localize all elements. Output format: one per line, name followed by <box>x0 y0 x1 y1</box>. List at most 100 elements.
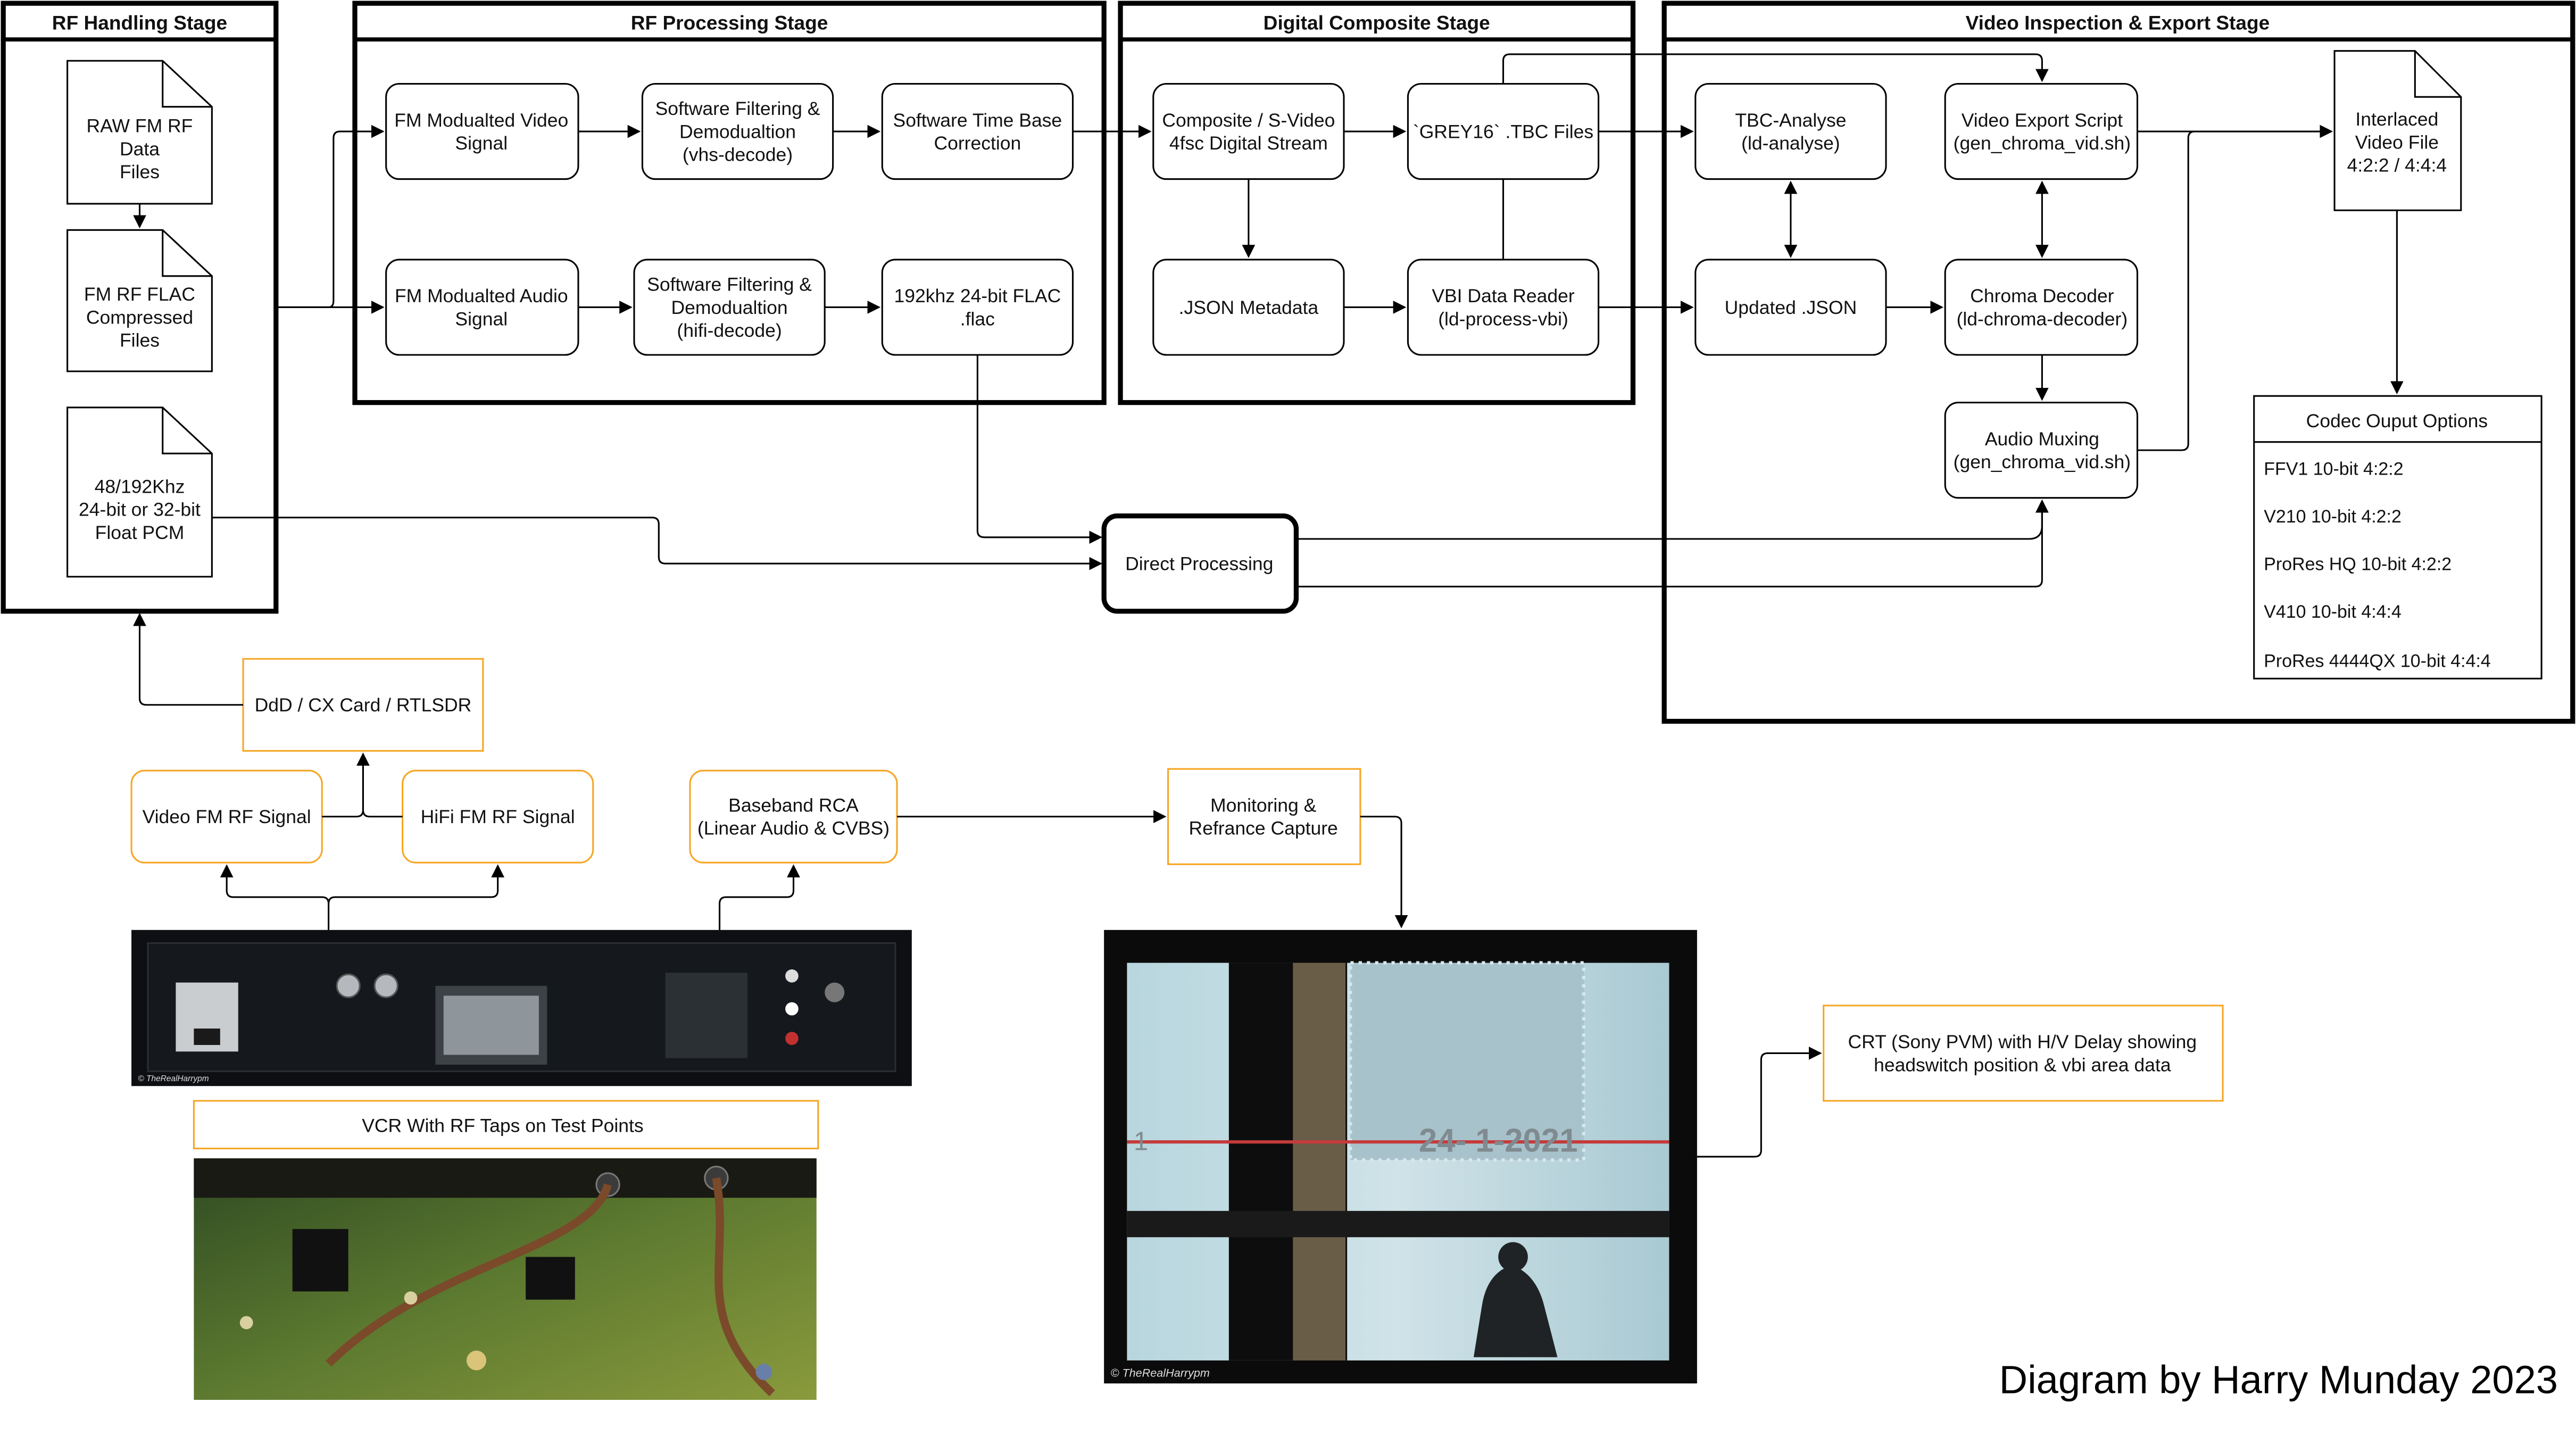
raw-fm-line-3: Files <box>120 161 160 183</box>
flac192-line-1: 192khz 24-bit FLAC <box>894 285 1061 306</box>
tbc-analyse-line-2: (ld-analyse) <box>1741 132 1840 154</box>
baseband-label: Baseband RCA(Linear Audio & CVBS) <box>697 794 890 839</box>
video-export-line-1: Video Export Script <box>1962 110 2123 131</box>
connectors <box>133 53 2404 1158</box>
direct-processing-node: Direct Processing <box>1101 513 1299 614</box>
video-export-label: Video Export Script(gen_chroma_vid.sh) <box>1954 110 2131 154</box>
updated-json-line-1: Updated .JSON <box>1725 297 1857 318</box>
grey16-line-1: `GREY16` .TBC Files <box>1413 121 1593 142</box>
tbc-line-1: Software Time Base <box>893 110 1062 131</box>
vcr-caption-label: VCR With RF Taps on Test Points <box>362 1115 643 1137</box>
video-export-line-2: (gen_chroma_vid.sh) <box>1954 132 2131 154</box>
crt-photo-date: 24- 1-2021 <box>1419 1123 1578 1159</box>
sw-hifi-line-2: Demodualtion <box>671 297 788 318</box>
updated-json-node: Updated .JSON <box>1694 259 1887 356</box>
video-fm-node: Video FM RF Signal <box>130 769 323 864</box>
ddd-node: DdD / CX Card / RTLSDR <box>242 658 484 752</box>
audio-mux-line-1: Audio Muxing <box>1985 428 2099 450</box>
video-fm-line-1: Video FM RF Signal <box>143 806 311 827</box>
hifi-fm-label: HiFi FM RF Signal <box>421 806 575 827</box>
sw-vhs-line-2: Demodualtion <box>679 121 796 142</box>
interlaced-line-3: 4:2:2 / 4:4:4 <box>2347 155 2447 176</box>
sw-hifi-line-3: (hifi-decode) <box>677 320 782 341</box>
crt-monitor-photo: 24- 1-2021 1 © TheRealHarrypm <box>1104 930 1697 1384</box>
raw-fm-line-1: RAW FM RF <box>87 115 193 137</box>
video-export-node: Video Export Script(gen_chroma_vid.sh) <box>1944 82 2139 180</box>
vcr-pcb-photo <box>194 1158 817 1400</box>
crt-photo-watermark: © TheRealHarrypm <box>1110 1366 1209 1380</box>
audio-mux-label: Audio Muxing(gen_chroma_vid.sh) <box>1954 428 2131 472</box>
diagram-credit: Diagram by Harry Munday 2023 <box>1999 1358 2558 1402</box>
pcm-document-shape <box>67 407 213 578</box>
raw-fm-line-2: Data <box>120 138 160 160</box>
codec-title: Codec Ouput Options <box>2306 410 2488 432</box>
interlaced-document-shape <box>2333 50 2462 211</box>
tbc-line-2: Correction <box>934 132 1021 154</box>
tbc-analyse-line-1: TBC-Analyse <box>1735 110 1846 131</box>
chroma-line-2: (ld-chroma-decoder) <box>1957 308 2128 329</box>
json-meta-label: .JSON Metadata <box>1179 297 1319 318</box>
stage-title-video-inspection: Video Inspection & Export Stage <box>1966 12 2270 34</box>
vcr-caption: VCR With RF Taps on Test Points <box>193 1100 819 1150</box>
crt-line-2: headswitch position & vbi area data <box>1874 1054 2171 1075</box>
fm-video-line-2: Signal <box>455 132 508 154</box>
tbc-analyse-label: TBC-Analyse(ld-analyse) <box>1735 110 1846 154</box>
monitoring-line-1: Monitoring & <box>1210 794 1317 816</box>
stage-digital-composite: Digital Composite Stage <box>1118 1 1636 405</box>
fm-audio-line-1: FM Modualted Audio <box>395 285 568 306</box>
codec-option-ffv1: FFV1 10-bit 4:2:2 <box>2264 459 2403 479</box>
sw-hifi-line-1: Software Filtering & <box>647 274 812 295</box>
json-meta-line-1: .JSON Metadata <box>1179 297 1319 318</box>
codec-option-prores-hq: ProRes HQ 10-bit 4:2:2 <box>2264 554 2452 575</box>
audio-mux-line-2: (gen_chroma_vid.sh) <box>1954 451 2131 472</box>
stage-video-inspection: Video Inspection & Export Stage <box>1661 1 2575 724</box>
composite-line-2: 4fsc Digital Stream <box>1169 132 1328 154</box>
flac-files-line-1: FM RF FLAC <box>84 284 195 305</box>
pcm-line-3: Float PCM <box>95 522 185 543</box>
direct-processing-label: Direct Processing <box>1125 553 1273 575</box>
hifi-fm-node: HiFi FM RF Signal <box>402 769 594 864</box>
baseband-line-2: (Linear Audio & CVBS) <box>697 818 890 839</box>
pcm-document-fold <box>162 407 212 454</box>
raw-fm-document-fold <box>162 61 212 108</box>
flac192-label: 192khz 24-bit FLAC.flac <box>894 285 1061 329</box>
sw-vhs-line-3: (vhs-decode) <box>683 144 793 165</box>
chroma-node: Chroma Decoder(ld-chroma-decoder) <box>1944 259 2139 356</box>
codec-option-v410: V410 10-bit 4:4:4 <box>2264 602 2402 622</box>
sw-hifi-label: Software Filtering &Demodualtion(hifi-de… <box>647 274 812 341</box>
baseband-line-1: Baseband RCA <box>728 794 859 816</box>
flac-files-line-3: Files <box>120 330 160 351</box>
flac192-node: 192khz 24-bit FLAC.flac <box>881 259 1074 356</box>
vbi-line-1: VBI Data Reader <box>1432 285 1575 306</box>
crt-photo-line-marker: 1 <box>1134 1127 1148 1156</box>
vbi-label: VBI Data Reader(ld-process-vbi) <box>1432 285 1575 329</box>
vcr-photo-watermark: © TheRealHarrypm <box>138 1074 209 1083</box>
composite-line-1: Composite / S-Video <box>1162 110 1335 131</box>
flac-files-line-2: Compressed <box>86 306 193 328</box>
fm-audio-line-2: Signal <box>455 308 508 329</box>
pcm-line-2: 24-bit or 32-bit <box>79 499 201 520</box>
interlaced-line-2: Video File <box>2355 131 2439 153</box>
sw-vhs-label: Software Filtering &Demodualtion(vhs-dec… <box>655 98 820 165</box>
stage-title-digital-composite: Digital Composite Stage <box>1264 12 1490 34</box>
direct-line-1: Direct Processing <box>1125 553 1273 575</box>
video-fm-label: Video FM RF Signal <box>143 806 311 827</box>
flac192-line-2: .flac <box>960 308 995 329</box>
vbi-node: VBI Data Reader(ld-process-vbi) <box>1407 259 1600 356</box>
hifi-fm-line-1: HiFi FM RF Signal <box>421 806 575 827</box>
baseband-node: Baseband RCA(Linear Audio & CVBS) <box>689 769 898 864</box>
ddd-label: DdD / CX Card / RTLSDR <box>255 694 472 716</box>
codec-option-prores-4444xq: ProRes 4444QX 10-bit 4:4:4 <box>2264 651 2491 671</box>
stage-title-rf-handling: RF Handling Stage <box>52 12 227 34</box>
codec-options-panel: Codec Ouput Options FFV1 10-bit 4:2:2 V2… <box>2253 395 2542 679</box>
